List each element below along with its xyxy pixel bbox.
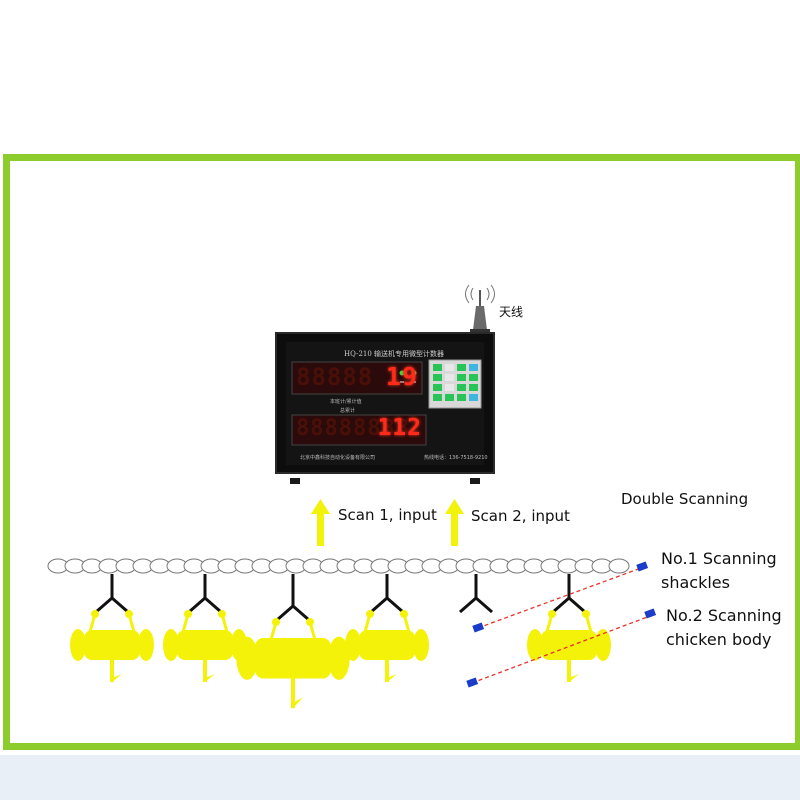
sensor-2-tx: [644, 608, 657, 619]
sensor-2-rx: [466, 677, 479, 688]
scan1-label: Scan 1, input: [338, 506, 437, 524]
chicken-body: [345, 610, 429, 682]
scan2-arrow: [445, 499, 464, 546]
scan-line-1: [477, 567, 642, 629]
scan2-label: Scan 2, input: [471, 507, 570, 525]
sensor-1-tx: [636, 561, 649, 572]
chicken-body: [70, 610, 154, 682]
display-1: [291, 361, 423, 395]
chain-link: [608, 558, 630, 574]
counter-device: [275, 332, 495, 484]
scanner1-line1: No.1 Scanning: [661, 549, 777, 568]
status-led-1: [399, 370, 405, 376]
display2-label: 总累计: [340, 408, 356, 414]
device-footer-left: 北京中鑫科技自动化设备有限公司: [300, 455, 376, 461]
keypad: [428, 359, 482, 409]
display-2: [291, 414, 427, 446]
scanner2-line2: chicken body: [666, 630, 772, 649]
shackle: [70, 574, 154, 682]
scan-line-2: [471, 615, 651, 684]
antenna-icon: [465, 284, 495, 335]
shackle: [459, 574, 493, 614]
bottom-band: [0, 755, 800, 800]
sensor-1-rx: [472, 622, 485, 633]
scan1-arrow: [311, 499, 330, 546]
chicken-body: [163, 610, 247, 682]
shackle: [345, 574, 429, 682]
scanner2-line1: No.2 Scanning: [666, 606, 782, 625]
shackle: [236, 574, 350, 709]
antenna-label: 天线: [499, 305, 524, 319]
display2-ghost: 88888888: [296, 416, 410, 441]
chicken-body: [527, 610, 611, 682]
display1-ghost: 88888: [296, 363, 374, 391]
display1-label: 本班计/累计值: [330, 399, 362, 405]
status-led-2: [411, 370, 417, 376]
chicken-body: [236, 618, 350, 709]
display2-value: 112: [377, 415, 422, 441]
shackle: [163, 574, 247, 682]
conveyor-chain: [47, 558, 630, 574]
device-footer-right: 热线电话：136-7518-9210: [424, 455, 488, 461]
scanner1-line2: shackles: [661, 573, 730, 592]
shackle: [527, 574, 611, 682]
device-title: HQ-210 输送机专用微型计数器: [344, 350, 445, 358]
legend-title: Double Scanning: [621, 490, 749, 508]
shackles: [70, 574, 611, 709]
display1-value: 19: [385, 362, 418, 391]
